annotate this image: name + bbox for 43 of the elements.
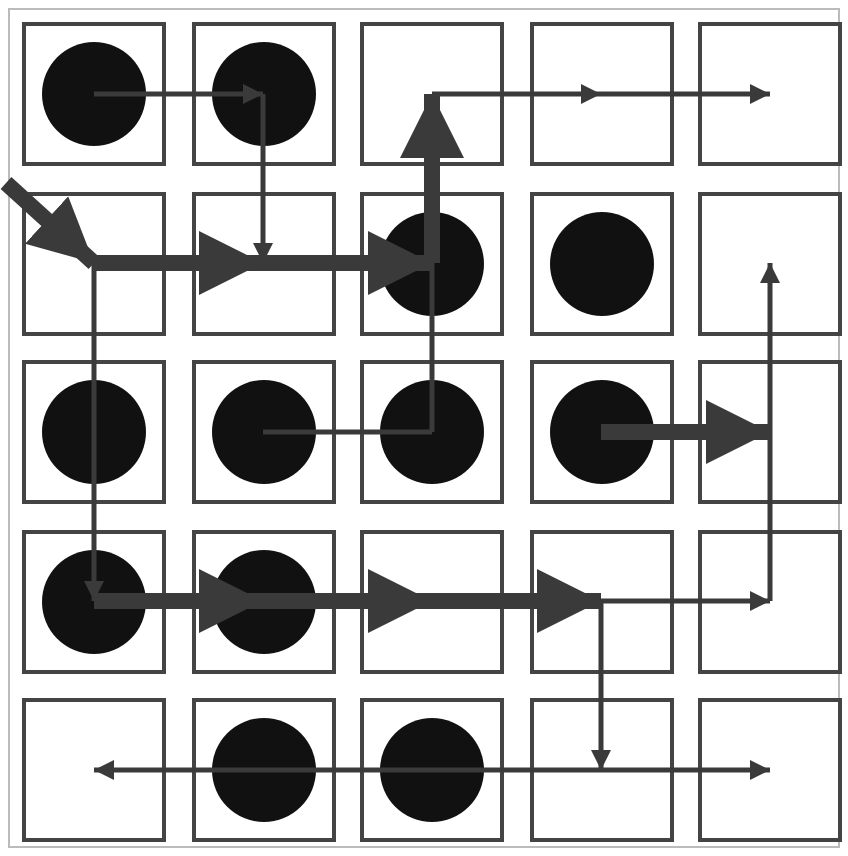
connector-line	[432, 767, 601, 773]
filled-circle	[211, 718, 315, 822]
connector-line	[429, 263, 435, 432]
arrow	[601, 760, 770, 780]
grid-square	[22, 22, 166, 166]
arrow	[591, 601, 611, 770]
arrow	[601, 591, 770, 611]
arrow	[432, 84, 601, 104]
arrow	[94, 760, 263, 780]
grid-square	[191, 22, 335, 166]
grid-square	[22, 698, 166, 842]
connector-line	[263, 767, 432, 773]
filled-circle	[211, 380, 315, 484]
arrow	[94, 231, 263, 295]
connector-line	[767, 432, 773, 601]
grid-square	[698, 191, 842, 335]
arrow	[760, 263, 780, 432]
arrow	[263, 231, 432, 295]
grid-square	[698, 698, 842, 842]
grid-square	[191, 698, 335, 842]
connector-line	[91, 263, 97, 432]
arrow	[0, 177, 100, 269]
arrow	[400, 94, 464, 263]
arrow	[94, 84, 263, 104]
grid-square	[22, 360, 166, 504]
arrow	[94, 569, 263, 633]
grid-square	[529, 191, 673, 335]
arrow	[84, 432, 104, 601]
grid-square	[191, 360, 335, 504]
filled-circle	[42, 42, 146, 146]
grid-square	[698, 22, 842, 166]
grid-square	[698, 529, 842, 673]
arrow	[601, 400, 770, 464]
grid-square	[529, 360, 673, 504]
grid-square	[360, 360, 504, 504]
arrow	[263, 569, 432, 633]
arrow	[432, 569, 601, 633]
grid-square	[529, 22, 673, 166]
connector-line	[263, 429, 432, 435]
grid-square	[22, 529, 166, 673]
arrow	[601, 84, 770, 104]
grid-square	[360, 698, 504, 842]
grid-square	[529, 698, 673, 842]
